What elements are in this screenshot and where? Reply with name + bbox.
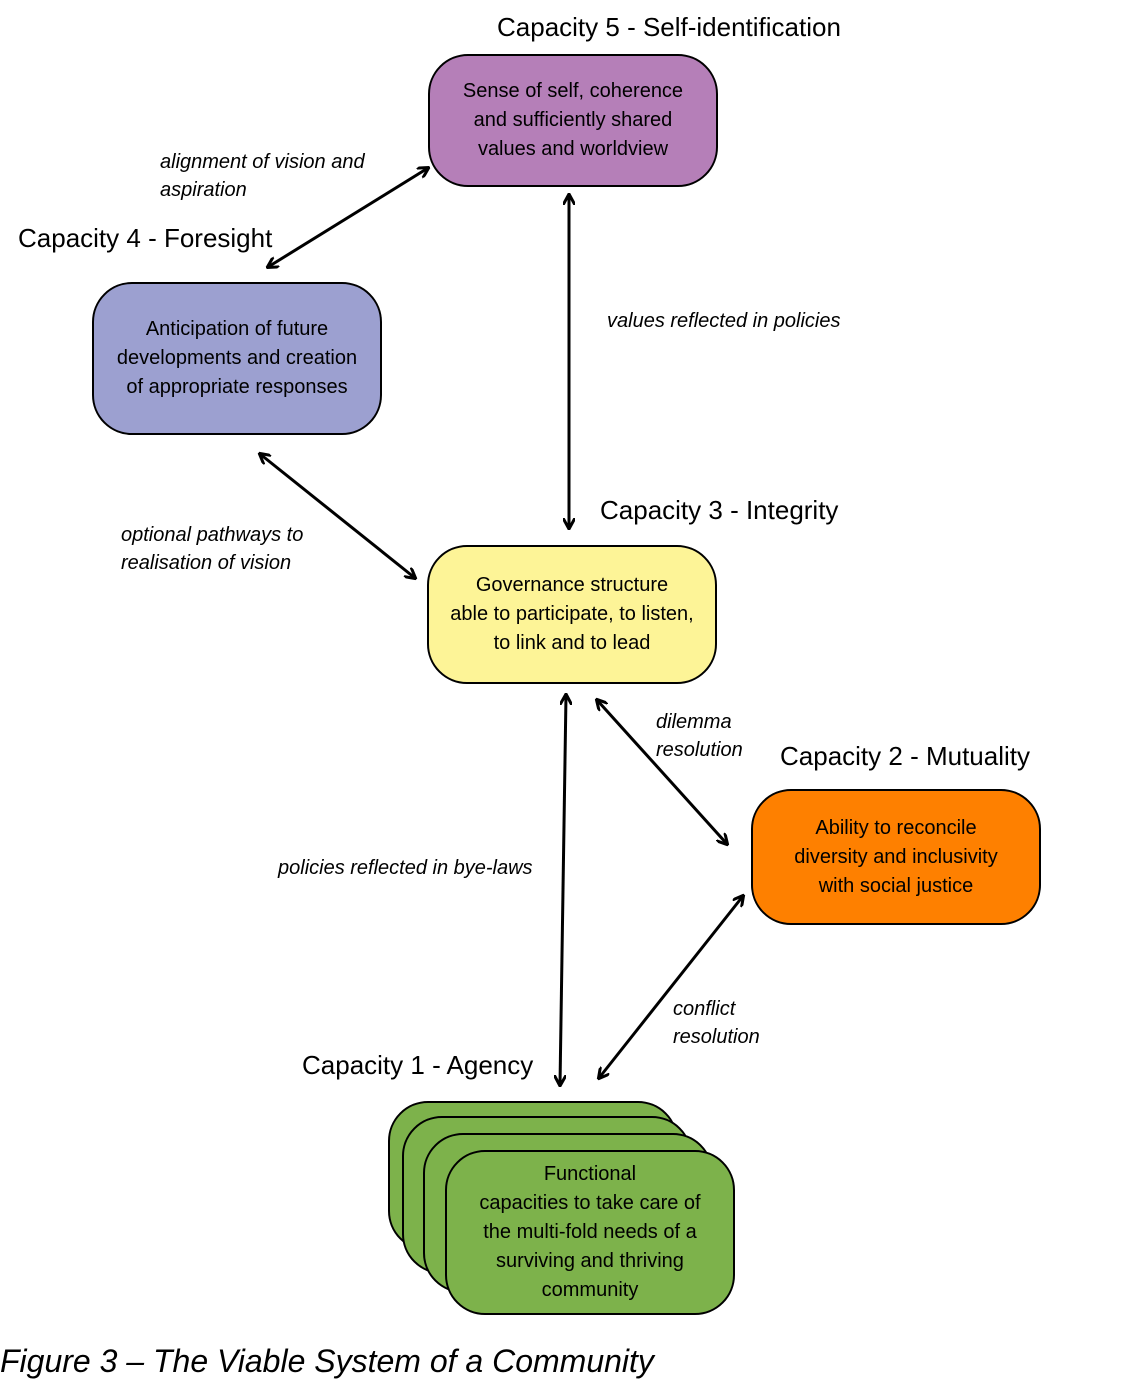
capacity-5-title: Capacity 5 - Self-identification — [497, 12, 841, 42]
alignment-arrow — [268, 168, 428, 267]
agency-line-1: Functional — [543, 1163, 637, 1185]
values-label: values reflected in policies — [607, 310, 841, 332]
self-identification-line-2: and sufficiently shared — [473, 109, 673, 131]
agency-line-5: community — [541, 1279, 639, 1301]
pathways-label-line-1: optional pathways to — [121, 524, 304, 546]
dilemma-label-line-1: dilemma — [656, 711, 732, 733]
alignment-label: alignment of vision and aspiration — [160, 148, 365, 204]
integrity-line-2: able to participate, to listen, — [450, 603, 694, 625]
figure-caption: Figure 3 – The Viable System of a Commun… — [0, 1343, 654, 1379]
conflict-label-line-1: conflict — [673, 998, 736, 1020]
foresight-line-3: of appropriate responses — [126, 376, 348, 398]
dilemma-label-line-2: resolution — [656, 739, 743, 761]
integrity-box: Governance structure able to participate… — [427, 545, 717, 684]
conflict-arrow — [599, 896, 743, 1078]
pathways-arrow — [260, 454, 415, 578]
self-identification-line-3: values and worldview — [477, 138, 669, 160]
foresight-line-2: developments and creation — [116, 347, 358, 369]
self-identification-line-1: Sense of self, coherence — [462, 80, 684, 102]
dilemma-arrow — [597, 700, 727, 844]
mutuality-line-1: Ability to reconcile — [815, 816, 977, 839]
conflict-label-line-2: resolution — [673, 1026, 760, 1048]
capacity-3-title: Capacity 3 - Integrity — [600, 495, 839, 525]
foresight-line-1: Anticipation of future — [145, 318, 329, 340]
conflict-label: conflict resolution — [673, 995, 760, 1051]
agency-line-4: surviving and thriving — [496, 1250, 684, 1272]
integrity-line-1: Governance structure — [475, 574, 669, 596]
foresight-box: Anticipation of future developments and … — [92, 282, 382, 435]
capacity-4-title: Capacity 4 - Foresight — [18, 223, 273, 253]
self-identification-box: Sense of self, coherence and sufficientl… — [428, 54, 718, 187]
capacity-1-title: Capacity 1 - Agency — [302, 1050, 534, 1080]
policies-label: policies reflected in bye-laws — [278, 857, 533, 879]
mutuality-line-2: diversity and inclusivity — [794, 845, 998, 868]
alignment-label-line-1: alignment of vision and — [160, 151, 365, 173]
alignment-label-line-2: aspiration — [160, 179, 247, 201]
agency-line-3: the multi-fold needs of a — [483, 1221, 697, 1243]
mutuality-box: Ability to reconcile diversity and inclu… — [751, 789, 1041, 925]
capacity-2-title: Capacity 2 - Mutuality — [780, 741, 1030, 771]
pathways-label-line-2: realisation of vision — [121, 552, 292, 574]
integrity-line-3: to link and to lead — [493, 632, 651, 654]
dilemma-label: dilemma resolution — [656, 708, 743, 764]
agency-box: Functional capacities to take care of th… — [445, 1150, 735, 1315]
agency-line-2: capacities to take care of — [479, 1192, 701, 1214]
pathways-label: optional pathways to realisation of visi… — [121, 521, 303, 577]
policies-arrow — [560, 695, 566, 1085]
mutuality-line-3: with social justice — [818, 874, 974, 897]
